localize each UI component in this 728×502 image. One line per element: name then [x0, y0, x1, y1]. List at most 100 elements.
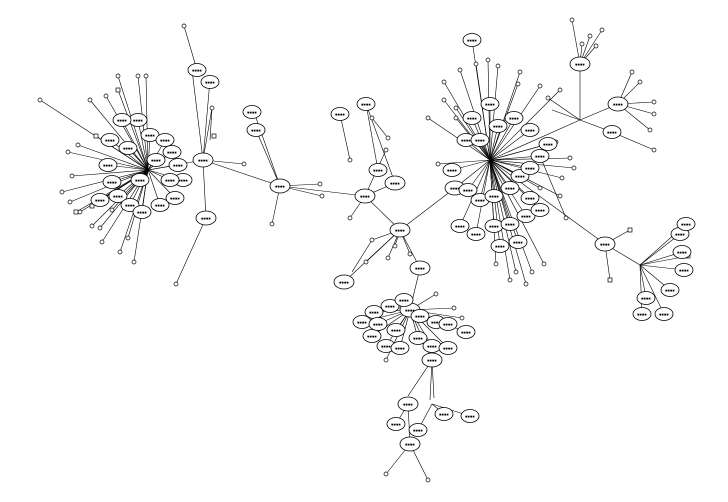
graph-node-label: ▪▪▪▪	[113, 194, 123, 198]
graph-leaf-node	[441, 79, 447, 85]
graph-node-label: ▪▪▪▪	[405, 308, 415, 312]
graph-node: ▪▪▪▪	[660, 283, 680, 297]
graph-edge	[551, 109, 581, 121]
graph-node: ▪▪▪▪	[162, 145, 182, 159]
graph-leaf-node	[117, 249, 123, 255]
graph-node: ▪▪▪▪	[594, 236, 616, 252]
graph-node-label: ▪▪▪▪	[373, 322, 383, 326]
graph-leaf-node	[493, 261, 499, 267]
graph-node-shape	[504, 111, 524, 125]
graph-node-shape	[434, 407, 454, 421]
graph-node-shape	[368, 317, 388, 331]
graph-node: ▪▪▪▪	[458, 183, 478, 197]
graph-node-shape	[470, 133, 490, 147]
graph-leaf-node	[647, 127, 653, 133]
graph-node-label: ▪▪▪▪	[471, 232, 481, 236]
graph-node-label: ▪▪▪▪	[413, 336, 423, 340]
graph-node: ▪▪▪▪	[516, 209, 536, 223]
graph-node-label: ▪▪▪▪	[137, 210, 147, 214]
graph-leaf-node	[563, 215, 569, 221]
graph-node-label: ▪▪▪▪	[145, 133, 155, 137]
graph-node: ▪▪▪▪	[504, 111, 524, 125]
graph-node-shape	[520, 123, 540, 137]
graph-node: ▪▪▪▪	[520, 191, 540, 205]
graph-node: ▪▪▪▪	[146, 153, 166, 167]
graph-edges	[39, 19, 689, 481]
graph-node-shape	[397, 396, 419, 412]
graph-node-label: ▪▪▪▪	[513, 240, 523, 244]
graph-node-label: ▪▪▪▪	[475, 198, 485, 202]
graph-node-label: ▪▪▪▪	[198, 158, 208, 162]
graph-leaf-node	[209, 105, 215, 111]
graph-leaf-node	[385, 255, 391, 261]
graph-node: ▪▪▪▪	[636, 291, 656, 305]
graph-node: ▪▪▪▪	[130, 173, 150, 187]
graph-node-shape	[390, 341, 410, 355]
graph-leaf-node	[319, 193, 325, 199]
graph-node: ▪▪▪▪	[168, 158, 188, 172]
graph-node-shape	[132, 205, 152, 219]
graph-node-label: ▪▪▪▪	[173, 163, 183, 167]
graph-node: ▪▪▪▪	[389, 222, 411, 238]
graph-leaf-node	[541, 261, 547, 267]
graph-leaf-node	[453, 115, 459, 121]
graph-node: ▪▪▪▪	[386, 417, 406, 431]
graph-square-node	[93, 133, 99, 139]
graph-node-shape	[118, 141, 138, 155]
graph-node-label: ▪▪▪▪	[165, 178, 175, 182]
graph-edge	[489, 119, 581, 161]
graph-node: ▪▪▪▪	[508, 235, 528, 249]
graph-node-shape	[354, 188, 376, 204]
graph-node-label: ▪▪▪▪	[450, 186, 460, 190]
graph-node-shape	[112, 113, 132, 127]
graph-node-label: ▪▪▪▪	[403, 402, 413, 406]
graph-edge	[437, 159, 491, 165]
graph-leaf-node	[587, 33, 593, 39]
graph-leaf-node	[599, 27, 605, 33]
graph-node-shape	[636, 291, 656, 305]
graph-node-label: ▪▪▪▪	[463, 188, 473, 192]
graph-node-shape	[380, 299, 400, 313]
graph-node-label: ▪▪▪▪	[467, 38, 477, 42]
graph-leaf-node	[69, 173, 75, 179]
graph-leaf-node	[459, 315, 465, 321]
graph-leaf-node	[67, 199, 73, 205]
graph-node: ▪▪▪▪	[442, 163, 462, 177]
graph-node: ▪▪▪▪	[422, 339, 442, 353]
graph-edge	[117, 89, 149, 171]
graph-node-label: ▪▪▪▪	[133, 118, 143, 122]
graph-leaf-node	[87, 97, 93, 103]
graph-node-label: ▪▪▪▪	[395, 346, 405, 350]
graph-node: ▪▪▪▪	[470, 133, 490, 147]
graph-leaf-node	[135, 73, 141, 79]
graph-node-shape	[162, 145, 182, 159]
graph-leaf-node	[537, 83, 543, 89]
graph-node-label: ▪▪▪▪	[525, 196, 535, 200]
graph-node-shape	[500, 181, 520, 195]
graph-node: ▪▪▪▪	[132, 205, 152, 219]
graph-node: ▪▪▪▪	[195, 210, 217, 226]
graph-edge	[105, 95, 149, 171]
graph-edge	[539, 155, 567, 219]
graph-leaf-node	[441, 97, 447, 103]
graph-node: ▪▪▪▪	[462, 111, 482, 125]
graph-node: ▪▪▪▪	[632, 307, 652, 321]
graph-node: ▪▪▪▪	[269, 178, 291, 194]
graph-leaf-node	[557, 193, 563, 199]
graph-edge	[343, 229, 401, 283]
graph-node-label: ▪▪▪▪	[607, 130, 617, 134]
graph-node: ▪▪▪▪	[450, 219, 470, 233]
graph-edge	[253, 111, 281, 187]
graph-edge	[89, 99, 149, 171]
graph-node-shape	[438, 341, 458, 355]
graph-node: ▪▪▪▪	[676, 217, 696, 231]
graph-node: ▪▪▪▪	[356, 97, 376, 111]
graph-edge	[371, 117, 389, 139]
graph-node-shape	[508, 235, 528, 249]
graph-node-label: ▪▪▪▪	[505, 186, 515, 190]
graph-node: ▪▪▪▪	[654, 307, 674, 321]
graph-node-shape	[530, 149, 550, 163]
graph-node-label: ▪▪▪▪	[178, 178, 188, 182]
graph-edge	[202, 107, 213, 161]
graph-node-shape	[362, 329, 382, 343]
